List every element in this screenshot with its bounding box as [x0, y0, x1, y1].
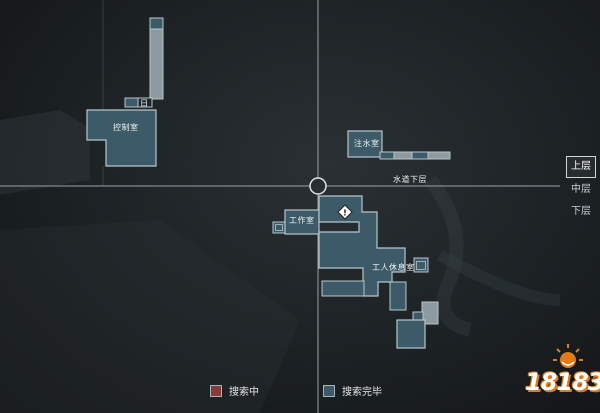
workroom	[284, 209, 320, 235]
svg-text:!: !	[343, 209, 347, 218]
item-marker-icon[interactable]: !	[337, 204, 353, 220]
floor-lower-button[interactable]: 下层	[571, 206, 591, 217]
legend-searching: 搜索中	[210, 383, 259, 398]
stairs	[149, 28, 164, 100]
room-label-control: 控制室	[113, 123, 139, 132]
door-icon	[275, 224, 426, 270]
background-terrain	[0, 110, 561, 413]
searched-swatch	[323, 384, 335, 397]
room-label-water: 注水室	[354, 139, 380, 148]
water-room-area[interactable]	[347, 130, 451, 160]
workroom-complex[interactable]	[272, 195, 439, 349]
room-label-workroom: 工作室	[289, 216, 315, 225]
legend-searched: 搜索完毕	[323, 383, 382, 398]
staff-lounge	[318, 195, 406, 297]
control-room	[86, 109, 157, 167]
legend-searching-label: 搜索中	[229, 387, 259, 398]
watermark-logo	[553, 344, 583, 368]
floor-middle-button[interactable]: 中层	[571, 184, 591, 195]
watermark-text: 18183	[525, 368, 600, 396]
floor-selector: 上层 中层 下层	[566, 156, 596, 224]
water-room	[347, 130, 383, 158]
legend-searched-label: 搜索完毕	[342, 387, 382, 398]
room-label-staff-lounge: 工人休息室	[372, 263, 415, 272]
floor-upper-button[interactable]: 上层	[566, 156, 596, 178]
room-label-sewer-lower: 水道下层	[393, 175, 427, 184]
searching-swatch	[210, 384, 222, 397]
room-label-control-door: 日	[140, 99, 149, 108]
player-marker	[309, 177, 327, 195]
control-room-area[interactable]	[86, 17, 164, 167]
